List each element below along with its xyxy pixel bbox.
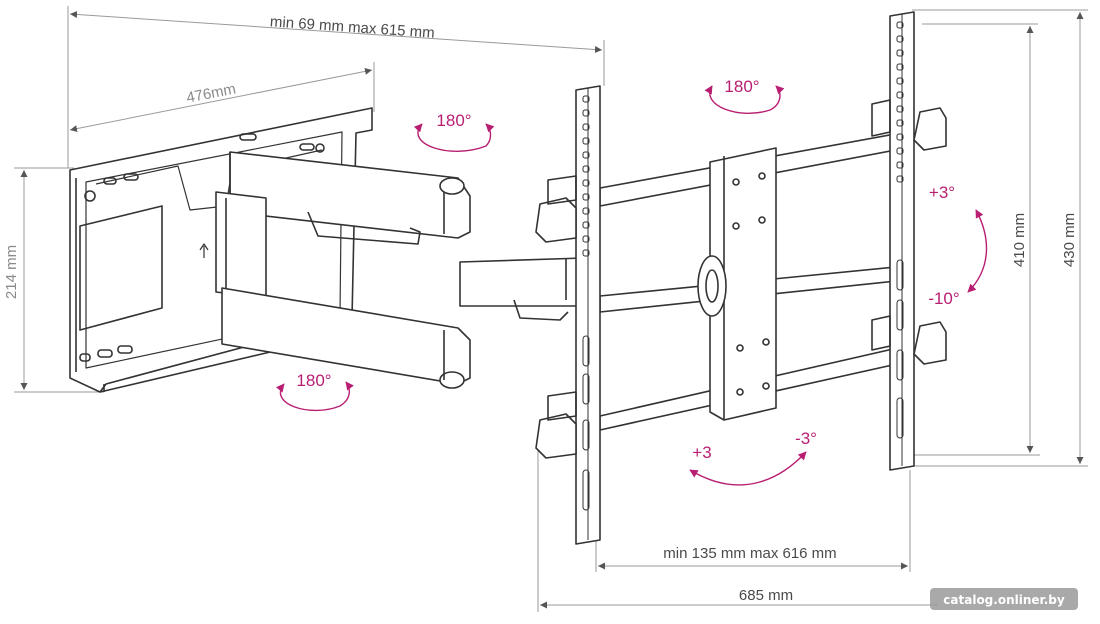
wall-plate-height-label: 214 mm xyxy=(3,245,20,299)
inner-height-label: 410 mm xyxy=(1011,213,1028,267)
swivel-upper-label: 180° xyxy=(436,111,471,130)
level-plus-label: +3 xyxy=(692,443,711,462)
level-minus-label: -3° xyxy=(795,429,817,448)
rail-holes xyxy=(582,21,904,511)
watermark: catalog.onliner.by xyxy=(930,588,1078,610)
outer-height-label: 430 mm xyxy=(1061,213,1078,267)
tilt-up-label: +3° xyxy=(929,183,955,202)
dimension-lines xyxy=(14,6,1088,612)
watermark-text: catalog.onliner.by xyxy=(943,593,1065,607)
extension-range-label: min 69 mm max 615 mm xyxy=(269,13,435,41)
angle-labels: 180° 180° 180° +3° -10° +3 -3° xyxy=(296,77,959,462)
total-width-label: 685 mm xyxy=(739,587,793,604)
wall-plate-width-label: 476mm xyxy=(185,80,237,106)
rotation-arrows xyxy=(276,85,988,486)
swivel-top-right-label: 180° xyxy=(724,77,759,96)
rail-spacing-label: min 135 mm max 616 mm xyxy=(663,545,836,562)
swing-arms xyxy=(215,151,585,389)
swivel-lower-label: 180° xyxy=(296,371,331,390)
tv-bracket xyxy=(535,11,947,545)
watermark-background xyxy=(930,588,1078,610)
tilt-down-label: -10° xyxy=(928,289,959,308)
